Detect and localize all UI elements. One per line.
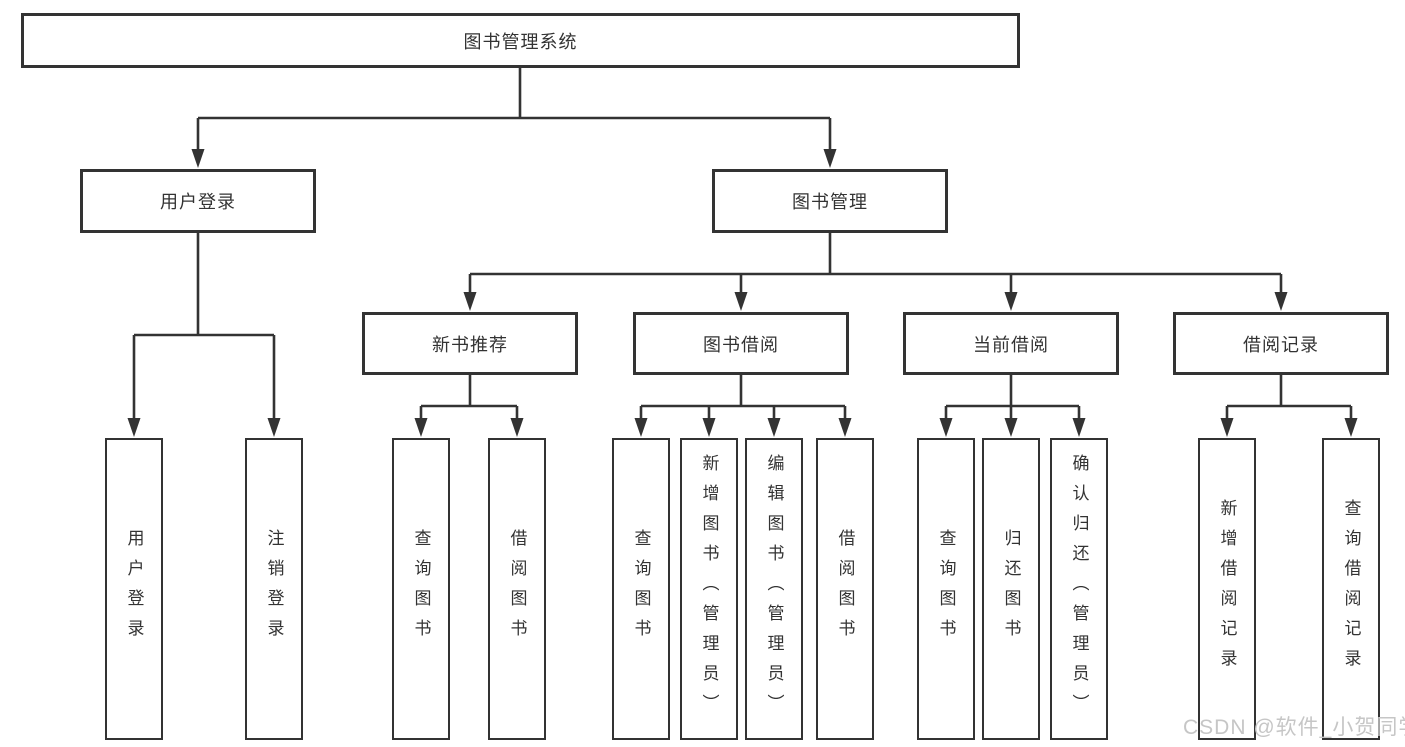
arrowhead-down-icon: [734, 292, 748, 311]
leaf-add-books-admin: 新增图书（管理员）: [680, 438, 738, 740]
arrowhead-down-icon: [414, 418, 428, 437]
leaf-query-borrow-record: 查询借阅记录: [1322, 438, 1380, 740]
leaf-edit-books-admin: 编辑图书（管理员）: [745, 438, 803, 740]
csdn-watermark: CSDN @软件_小贺同学: [1183, 716, 1405, 739]
arrowhead-down-icon: [1274, 292, 1288, 311]
leaf-borrow-books: 借阅图书: [816, 438, 874, 740]
leaf-label: 查询图书: [411, 529, 431, 649]
arrowhead-down-icon: [191, 149, 205, 168]
arrowhead-down-icon: [634, 418, 648, 437]
leaf-label: 查询借阅记录: [1341, 499, 1361, 679]
leaf-logout: 注销登录: [245, 438, 303, 740]
leaf-label: 用户登录: [124, 529, 144, 649]
leaf-label: 查询图书: [631, 529, 651, 649]
leaf-label: 注销登录: [264, 529, 284, 649]
arrowhead-down-icon: [1220, 418, 1234, 437]
arrowhead-down-icon: [838, 418, 852, 437]
arrowhead-down-icon: [510, 418, 524, 437]
node-book-management: 图书管理: [712, 169, 948, 233]
leaf-return-books: 归还图书: [982, 438, 1040, 740]
leaf-query-books-current: 查询图书: [917, 438, 975, 740]
leaf-add-borrow-record: 新增借阅记录: [1198, 438, 1256, 740]
arrowhead-down-icon: [767, 418, 781, 437]
arrowhead-down-icon: [1004, 292, 1018, 311]
arrowhead-down-icon: [1072, 418, 1086, 437]
arrowhead-down-icon: [267, 418, 281, 437]
node-new-book-recommend: 新书推荐: [362, 312, 578, 375]
leaf-label: 借阅图书: [507, 529, 527, 649]
arrowhead-down-icon: [1344, 418, 1358, 437]
leaf-borrow-books-recommend: 借阅图书: [488, 438, 546, 740]
node-book-borrowing: 图书借阅: [633, 312, 849, 375]
arrowhead-down-icon: [127, 418, 141, 437]
leaf-query-books-borrowing: 查询图书: [612, 438, 670, 740]
arrowhead-down-icon: [1004, 418, 1018, 437]
arrowhead-down-icon: [939, 418, 953, 437]
leaf-label: 新增图书（管理员）: [699, 454, 719, 724]
node-user-login: 用户登录: [80, 169, 316, 233]
node-root-library-system: 图书管理系统: [21, 13, 1020, 68]
leaf-confirm-return-admin: 确认归还（管理员）: [1050, 438, 1108, 740]
node-borrowing-records: 借阅记录: [1173, 312, 1389, 375]
arrowhead-down-icon: [463, 292, 477, 311]
leaf-label: 编辑图书（管理员）: [764, 454, 784, 724]
arrowhead-down-icon: [823, 149, 837, 168]
node-current-borrowing: 当前借阅: [903, 312, 1119, 375]
arrowhead-down-icon: [702, 418, 716, 437]
leaf-label: 借阅图书: [835, 529, 855, 649]
leaf-label: 查询图书: [936, 529, 956, 649]
leaf-label: 确认归还（管理员）: [1069, 454, 1089, 724]
leaf-query-books-recommend: 查询图书: [392, 438, 450, 740]
leaf-label: 归还图书: [1001, 529, 1021, 649]
leaf-user-login: 用户登录: [105, 438, 163, 740]
leaf-label: 新增借阅记录: [1217, 499, 1237, 679]
